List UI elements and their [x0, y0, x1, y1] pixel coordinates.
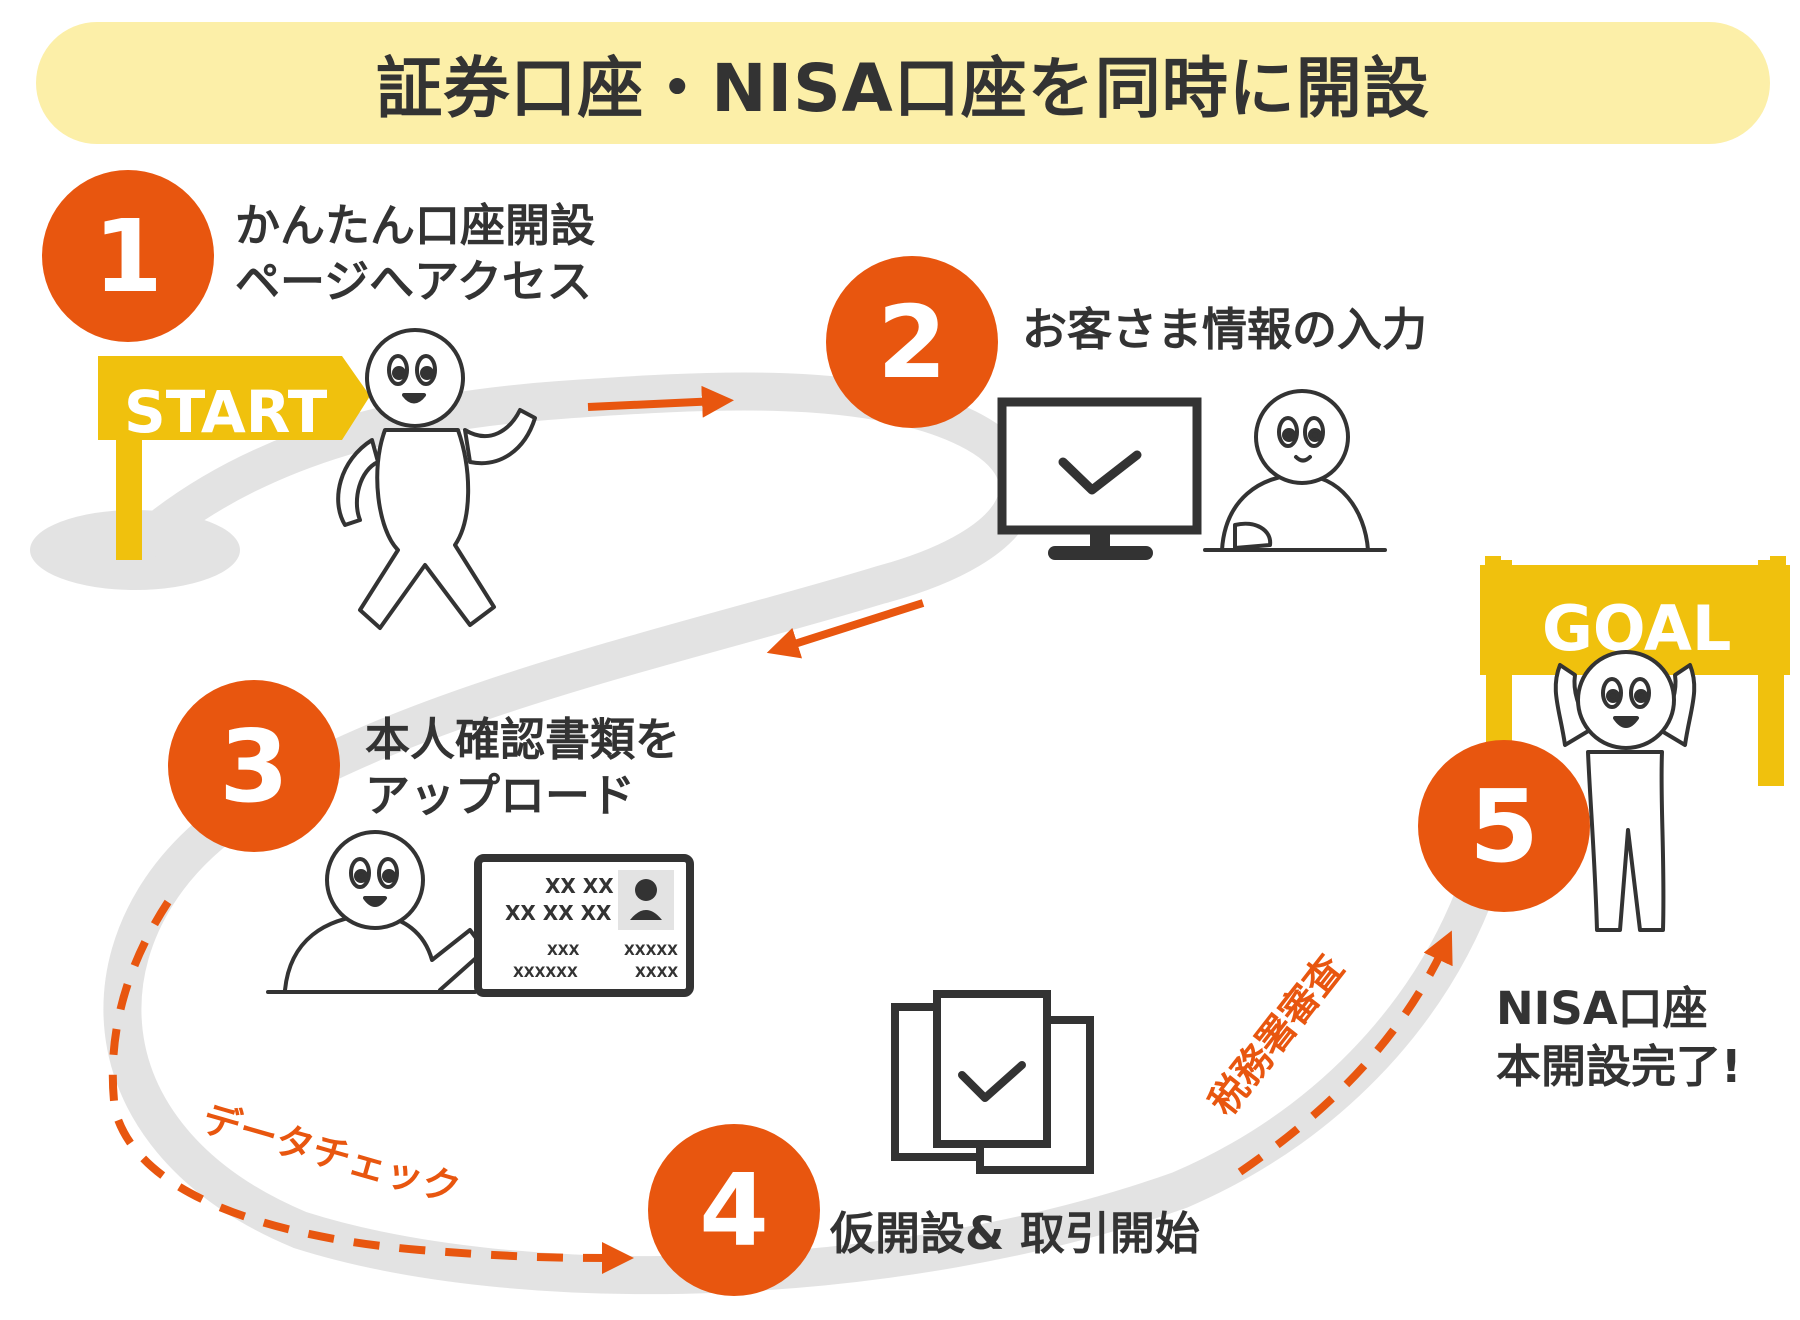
- person-icon: [1553, 650, 1697, 932]
- person-icon: [1203, 389, 1387, 552]
- id-card-row4a: XXXXXX: [513, 965, 578, 981]
- step-2-circle: 2: [826, 256, 998, 428]
- id-card-row4b: XXXX: [635, 965, 678, 981]
- arrow-to-step2: [587, 385, 734, 418]
- person-icon: [336, 328, 537, 630]
- step-4-circle: 4: [648, 1124, 820, 1296]
- monitor-check-icon: [997, 397, 1202, 560]
- id-card-row2: XX XX XX: [505, 901, 612, 925]
- id-card-row1: XX XX: [545, 874, 614, 898]
- step-2-label-line1: お客さま情報の入力: [1022, 303, 1428, 356]
- title-banner: 証券口座・NISA口座を同時に開設: [36, 22, 1770, 144]
- arrow-to-step3: [766, 599, 925, 659]
- step-5-circle: 5: [1418, 740, 1590, 912]
- route-path: [103, 372, 1499, 1295]
- diagram-title: 証券口座・NISA口座を同時に開設: [376, 50, 1430, 127]
- id-card-row3b: XXXXX: [624, 943, 678, 959]
- step-3-label-line2: アップロード: [365, 769, 636, 822]
- goal-completion-text: NISA口座 本開設完了!: [1496, 980, 1742, 1096]
- person-icon: [266, 830, 487, 994]
- tax-review-dashed-route: [1237, 930, 1453, 1176]
- step-4-label: 仮開設& 取引開始: [830, 1206, 1200, 1262]
- goal-text-line2: 本開設完了!: [1496, 1040, 1742, 1093]
- step-1-circle: 1: [42, 170, 214, 342]
- start-sign: START: [98, 356, 370, 560]
- step-4-label-line1: 仮開設& 取引開始: [830, 1207, 1200, 1260]
- start-sign-text: START: [124, 378, 328, 446]
- goal-sign: GOAL: [1480, 556, 1790, 786]
- step-2-label: お客さま情報の入力: [1022, 302, 1427, 358]
- data-check-dashed-route: [108, 899, 634, 1274]
- step-3-circle: 3: [168, 680, 340, 852]
- step-1-label: かんたん口座開設 ページへアクセス: [235, 198, 595, 310]
- id-card-icon: XX XX XX XX XX XXX XXXXX XXXXXX XXXX: [474, 854, 694, 997]
- step-1-label-line1: かんたん口座開設: [235, 199, 596, 252]
- goal-text-line1: NISA口座: [1496, 982, 1708, 1035]
- documents-check-icon: [891, 990, 1094, 1174]
- step-3-label-line1: 本人確認書類を: [365, 713, 681, 766]
- step-1-label-line2: ページへアクセス: [235, 255, 592, 308]
- step-3-label: 本人確認書類を アップロード: [365, 712, 680, 824]
- id-card-row3a: XXX: [547, 943, 580, 959]
